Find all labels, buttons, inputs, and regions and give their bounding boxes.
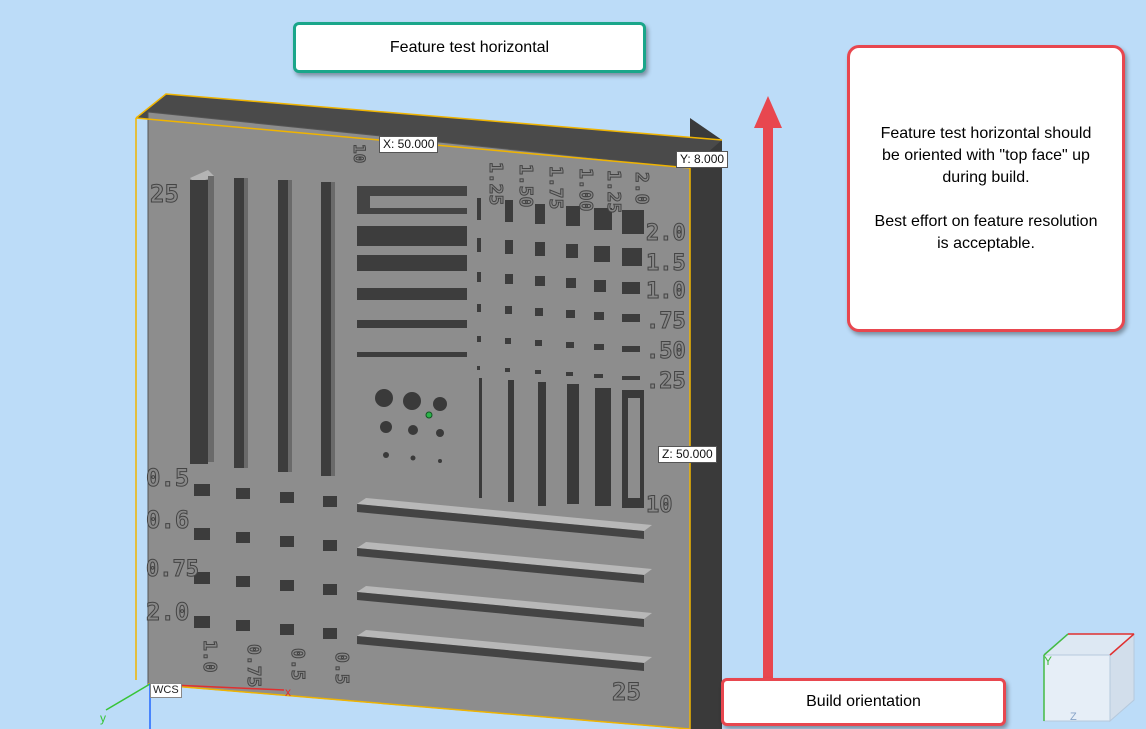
horizontal-slots-upper — [357, 186, 467, 357]
label-top-0: 1.25 — [485, 162, 506, 205]
part-top-face — [136, 94, 722, 168]
cube-z-label: Z — [1070, 711, 1077, 723]
dimension-y-label: Y: 8.000 — [676, 151, 729, 168]
cube-y-label: Y — [1044, 654, 1052, 668]
axis-y-label: y — [100, 711, 106, 725]
label-right-1: 1.5 — [646, 251, 686, 276]
label-slot-right: 10 — [646, 493, 673, 518]
label-top-2: 1.75 — [545, 166, 566, 209]
label-left-top: 25 — [150, 180, 179, 208]
label-left-2: 0.75 — [146, 557, 199, 582]
build-orientation-callout: Build orientation — [721, 678, 1006, 726]
note-paragraph-1: Feature test horizontal should be orient… — [880, 124, 1092, 186]
label-right-0: 2.0 — [646, 221, 686, 246]
axis-x-label: x — [285, 685, 291, 699]
view-cube[interactable]: Y Z — [1042, 632, 1136, 723]
note-paragraph-2: Best effort on feature resolution is acc… — [874, 212, 1098, 252]
label-right-4: .50 — [646, 339, 686, 364]
label-bottom-0: 1.0 — [199, 640, 220, 673]
label-right-2: 1.0 — [646, 279, 686, 304]
dimension-x-label: X: 50.000 — [379, 136, 439, 153]
label-left-3: 2.0 — [146, 598, 189, 626]
build-direction-arrow — [754, 96, 782, 680]
pin-grid — [194, 484, 337, 639]
vertical-slots — [479, 378, 644, 508]
dimension-z-label: Z: 50.000 — [658, 446, 717, 463]
part-labels: 25 10 25 10 0.5 0.6 0.75 2.0 2.0 1.5 1.0… — [146, 144, 687, 707]
title-callout-text: Feature test horizontal — [389, 38, 550, 56]
label-bottom-right: 25 — [612, 678, 641, 706]
title-callout: Feature test horizontal — [293, 22, 646, 73]
orientation-note-callout: Feature test horizontal should be orient… — [847, 45, 1125, 332]
label-bottom-1: 0.75 — [243, 644, 264, 687]
label-bottom-3: 0.5 — [331, 652, 352, 685]
label-top-3: 1.00 — [575, 168, 596, 211]
part-side-face — [690, 118, 722, 729]
label-top-1: 1.50 — [515, 164, 536, 207]
label-right-3: .75 — [646, 309, 686, 334]
vertical-posts — [190, 170, 335, 476]
label-left-1: 0.6 — [146, 506, 189, 534]
wcs-label: WCS — [150, 683, 182, 698]
horizontal-ribs — [357, 498, 652, 671]
label-top-mark: 10 — [350, 144, 369, 163]
label-top-4: 1.25 — [603, 170, 624, 213]
square-hole-grid — [477, 198, 644, 380]
label-right-5: .25 — [646, 369, 686, 394]
label-left-0: 0.5 — [146, 464, 189, 492]
round-holes — [375, 389, 447, 463]
build-orientation-text: Build orientation — [806, 693, 921, 710]
label-bottom-2: 0.5 — [287, 648, 308, 681]
label-top-5: 2.0 — [631, 172, 652, 205]
